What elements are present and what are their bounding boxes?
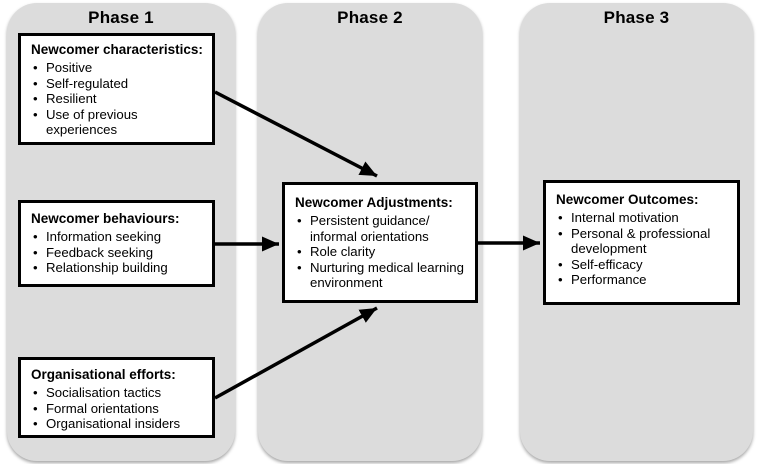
bullet-icon: •	[558, 225, 563, 241]
bullet-icon: •	[33, 400, 38, 416]
list-item: • Internal motivation	[546, 210, 735, 226]
phase-3-title: Phase 3	[603, 8, 670, 27]
organisational-efforts-box: Organisational efforts: • Socialisation …	[18, 357, 215, 438]
bullet-icon: •	[33, 260, 38, 275]
list-item: • Role clarity	[285, 244, 473, 260]
organisational-efforts-list: • Socialisation tactics • Formal orienta…	[21, 385, 210, 432]
list-item: • Socialisation tactics	[21, 385, 210, 401]
bullet-icon: •	[33, 229, 38, 244]
newcomer-outcomes-title: Newcomer Outcomes:	[556, 192, 699, 207]
bullet-icon: •	[33, 75, 38, 91]
list-item-label: Relationship building	[46, 260, 168, 275]
list-item-label: Personal & professional development	[571, 225, 711, 257]
bullet-icon: •	[558, 272, 563, 287]
list-item: • Personal & professional development	[546, 226, 735, 257]
phase-2-title: Phase 2	[337, 8, 403, 27]
list-item: • Nurturing medical learning environment	[285, 260, 473, 291]
list-item: • Resilient	[21, 91, 210, 107]
list-item-label: Persistent guidance/ informal orientatio…	[310, 213, 430, 244]
list-item: • Formal orientations	[21, 401, 210, 417]
list-item: • Positive	[21, 60, 210, 76]
newcomer-adjustments-title: Newcomer Adjustments:	[295, 195, 453, 210]
list-item-label: Feedback seeking	[46, 244, 154, 260]
newcomer-behaviours-title: Newcomer behaviours:	[31, 211, 180, 226]
list-item: • Performance	[546, 272, 735, 288]
bullet-icon: •	[297, 244, 302, 259]
bullet-icon: •	[33, 106, 38, 122]
bullet-icon: •	[33, 91, 38, 106]
list-item-label: Use of previous experiences	[46, 106, 138, 138]
bullet-icon: •	[558, 210, 563, 225]
list-item: • Organisational insiders	[21, 416, 210, 432]
list-item-label: Organisational insiders	[46, 416, 181, 431]
list-item-label: Internal motivation	[571, 210, 679, 225]
list-item: • Persistent guidance/ informal orientat…	[285, 213, 473, 244]
bullet-icon: •	[297, 213, 302, 228]
newcomer-outcomes-list: • Internal motivation • Personal & profe…	[546, 210, 735, 288]
list-item-label: Self-efficacy	[571, 256, 643, 272]
list-item-label: Performance	[571, 272, 647, 287]
bullet-icon: •	[33, 416, 38, 431]
list-item: • Relationship building	[21, 260, 210, 276]
newcomer-characteristics-box: Newcomer characteristics: • Positive • S…	[18, 33, 215, 145]
newcomer-outcomes-box: Newcomer Outcomes: • Internal motivation…	[543, 180, 740, 305]
newcomer-behaviours-list: • Information seeking • Feedback seeking…	[21, 229, 210, 276]
bullet-icon: •	[33, 385, 38, 400]
list-item: • Information seeking	[21, 229, 210, 245]
list-item-label: Formal orientations	[46, 400, 159, 416]
list-item-label: Positive	[46, 60, 93, 75]
newcomer-characteristics-list: • Positive • Self-regulated • Resilient …	[21, 60, 210, 138]
bullet-icon: •	[33, 244, 38, 260]
list-item: • Self-regulated	[21, 76, 210, 92]
list-item-label: Information seeking	[46, 229, 162, 244]
list-item-label: Role clarity	[310, 244, 376, 259]
list-item-label: Self-regulated	[46, 75, 129, 91]
list-item: • Feedback seeking	[21, 245, 210, 261]
organisational-efforts-title: Organisational efforts:	[31, 367, 176, 382]
bullet-icon: •	[297, 259, 302, 275]
phase-1-title: Phase 1	[88, 8, 154, 27]
newcomer-characteristics-title: Newcomer characteristics:	[31, 42, 203, 57]
list-item-label: Nurturing medical learning environment	[310, 259, 464, 291]
list-item: • Use of previous experiences	[21, 107, 210, 138]
bullet-icon: •	[558, 256, 563, 272]
list-item-label: Socialisation tactics	[46, 385, 162, 400]
newcomer-adjustments-list: • Persistent guidance/ informal orientat…	[285, 213, 473, 291]
list-item: • Self-efficacy	[546, 257, 735, 273]
bullet-icon: •	[33, 60, 38, 75]
newcomer-behaviours-box: Newcomer behaviours: • Information seeki…	[18, 200, 215, 287]
list-item-label: Resilient	[46, 91, 97, 106]
newcomer-adjustments-box: Newcomer Adjustments: • Persistent guida…	[282, 182, 478, 303]
